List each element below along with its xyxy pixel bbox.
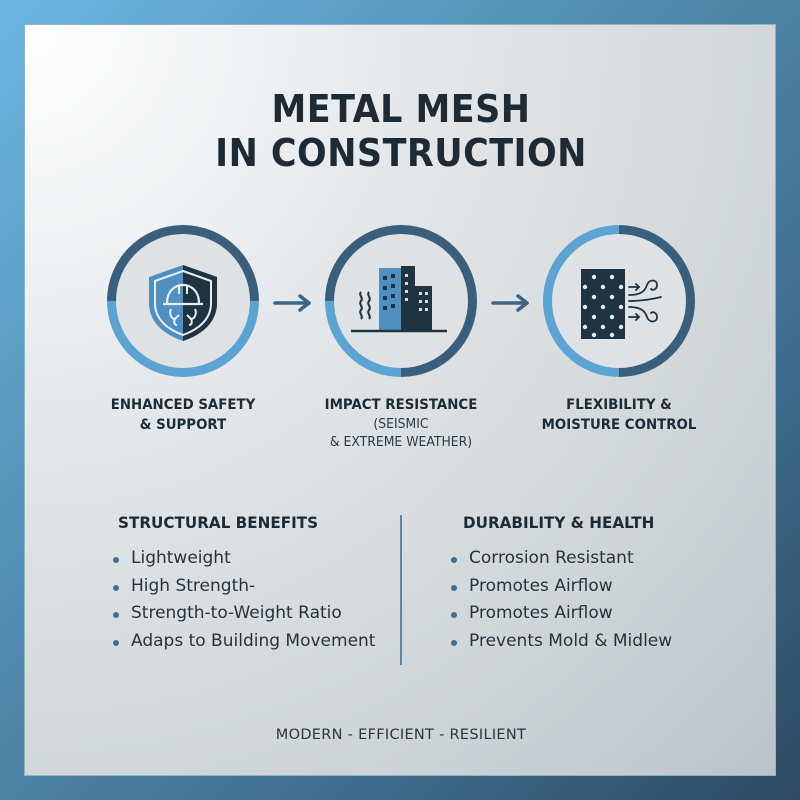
title-line-2: IN CONSTRUCTION: [215, 131, 587, 175]
durability-health-list: Corrosion Resistant Promotes Airflow Pro…: [449, 545, 672, 655]
perforated-mesh-airflow-icon: [581, 269, 662, 339]
column-divider: [400, 515, 402, 665]
list-item: High Strength-: [111, 573, 375, 601]
arrow-right-icon: [273, 294, 311, 312]
infographic-panel: METAL MESH IN CONSTRUCTION: [24, 24, 776, 776]
list-item: Adaps to Building Movement: [111, 628, 375, 656]
title-line-1: METAL MESH: [271, 87, 531, 131]
arrow-right-icon: [491, 294, 529, 312]
feature-label-impact: IMPACT RESISTANCE (SEISMIC & EXTREME WEA…: [324, 397, 478, 450]
feature-label-flexibility: FLEXIBILITY & MOISTURE CONTROL: [541, 397, 697, 433]
feature-ring-impact: [325, 225, 477, 377]
list-item: Prevents Mold & Midlew: [449, 628, 672, 656]
durability-health-heading: DURABILITY & HEALTH: [463, 513, 655, 532]
list-item: Promotes Airflow: [449, 573, 672, 601]
list-item: Lightweight: [111, 545, 375, 573]
tagline: MODERN - EFFICIENT - RESILIENT: [275, 727, 527, 743]
page-title: METAL MESH IN CONSTRUCTION: [55, 87, 747, 175]
shield-hardhat-wrench-icon: [149, 265, 217, 341]
list-item: Corrosion Resistant: [449, 545, 672, 573]
building-seismic-icon: [351, 266, 447, 333]
structural-benefits-heading: STRUCTURAL BENEFITS: [118, 513, 319, 532]
list-item: Promotes Airflow: [449, 600, 672, 628]
structural-benefits-list: Lightweight High Strength- Strength-to-W…: [111, 545, 375, 655]
feature-label-safety: ENHANCED SAFETY & SUPPORT: [110, 397, 256, 433]
list-item: Strength-to-Weight Ratio: [111, 600, 375, 628]
